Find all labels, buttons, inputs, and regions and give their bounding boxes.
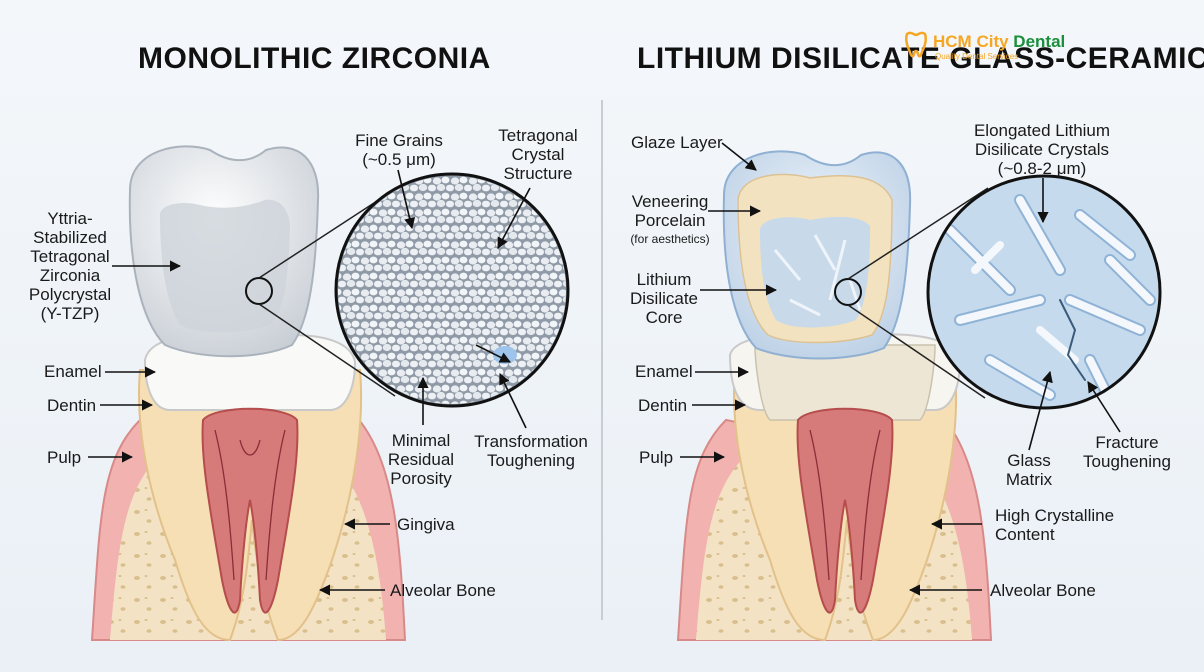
label-ytzp-line-1: Yttria- [47, 209, 93, 228]
panel-divider [601, 100, 603, 620]
logo-name-part1: HCM City [933, 32, 1009, 51]
label-veneering-note: (for aesthetics) [630, 232, 710, 246]
label-high-crystalline: High Crystalline Content [995, 506, 1114, 544]
label-tetragonal-line-3: Structure [503, 164, 573, 183]
label-porosity: Minimal Residual Porosity [383, 431, 459, 488]
label-crystals-line-3: (~0.8-2 μm) [997, 159, 1087, 178]
label-toughening-left-line-2: Toughening [487, 451, 575, 470]
label-glass-matrix: Glass Matrix [1000, 451, 1058, 489]
label-crystalline-line-2: Content [995, 525, 1055, 544]
label-core-line-1: Lithium [636, 270, 692, 289]
label-fracture-toughening: Fracture Toughening [1080, 433, 1174, 471]
right-tooth [676, 150, 1162, 642]
label-ytzp-line-3: Tetragonal [30, 247, 110, 266]
label-transformation-toughening: Transformation Toughening [468, 432, 594, 470]
label-fine-grains-line-2: (~0.5 μm) [362, 150, 436, 169]
label-veneering-line-2: Porcelain [634, 211, 706, 230]
label-fracture-line-1: Fracture [1095, 433, 1159, 452]
label-alveolar-right: Alveolar Bone [990, 581, 1096, 600]
clinic-logo: HCM City Dental Quality Dental Services [903, 30, 1083, 66]
title-monolithic-zirconia: MONOLITHIC ZIRCONIA [138, 42, 491, 75]
label-veneering-line-1: Veneering [631, 192, 709, 211]
label-lithium-core: Lithium Disilicate Core [626, 270, 702, 327]
label-tetragonal-line-1: Tetragonal [498, 126, 578, 145]
logo-name: HCM City Dental [933, 32, 1065, 52]
label-veneering: Veneering Porcelain (for aesthetics) [622, 192, 718, 249]
label-pulp-right: Pulp [639, 448, 674, 467]
label-porosity-line-2: Residual [387, 450, 455, 469]
label-ytzp: Yttria- Stabilized Tetragonal Zirconia P… [28, 209, 112, 323]
label-tetragonal-line-2: Crystal [511, 145, 565, 164]
label-alveolar-left: Alveolar Bone [390, 581, 496, 600]
label-core-line-2: Disilicate [629, 289, 699, 308]
title-lithium-disilicate: LITHIUM DISILICATE GLASS-CERAMIC [637, 42, 1204, 75]
label-ytzp-line-5: Polycrystal [28, 285, 112, 304]
label-fracture-line-2: Toughening [1083, 452, 1171, 471]
label-glass-line-2: Matrix [1005, 470, 1053, 489]
label-gingiva: Gingiva [397, 515, 455, 534]
label-dentin-right: Dentin [638, 396, 688, 415]
label-core-line-3: Core [645, 308, 683, 327]
label-porosity-line-3: Porosity [390, 469, 452, 488]
label-ytzp-line-4: Zirconia [39, 266, 101, 285]
label-porosity-line-1: Minimal [391, 431, 451, 450]
label-enamel-left: Enamel [44, 362, 102, 381]
label-elongated-crystals: Elongated Lithium Disilicate Crystals (~… [970, 121, 1114, 178]
leader-arrows [88, 142, 1121, 596]
label-glass-line-1: Glass [1007, 451, 1051, 470]
left-tooth [90, 145, 570, 642]
label-fine-grains: Fine Grains (~0.5 μm) [345, 131, 453, 169]
logo-tagline: Quality Dental Services [935, 52, 1019, 61]
label-enamel-right: Enamel [635, 362, 693, 381]
label-fine-grains-line-1: Fine Grains [355, 131, 443, 150]
label-glaze-layer: Glaze Layer [631, 133, 723, 152]
label-tetragonal-structure: Tetragonal Crystal Structure [486, 126, 590, 183]
label-ytzp-line-2: Stabilized [33, 228, 107, 247]
core-crystal-streaks [773, 234, 862, 317]
label-crystals-line-2: Disilicate Crystals [974, 140, 1110, 159]
label-crystalline-line-1: High Crystalline [995, 506, 1115, 525]
label-ytzp-line-6: (Y-TZP) [40, 304, 100, 323]
label-crystals-line-1: Elongated Lithium [973, 121, 1111, 140]
tooth-logo-icon [904, 31, 928, 58]
label-toughening-left-line-1: Transformation [474, 432, 588, 451]
logo-name-part2: Dental [1013, 32, 1066, 51]
label-pulp-left: Pulp [47, 448, 82, 467]
label-dentin-left: Dentin [47, 396, 97, 415]
